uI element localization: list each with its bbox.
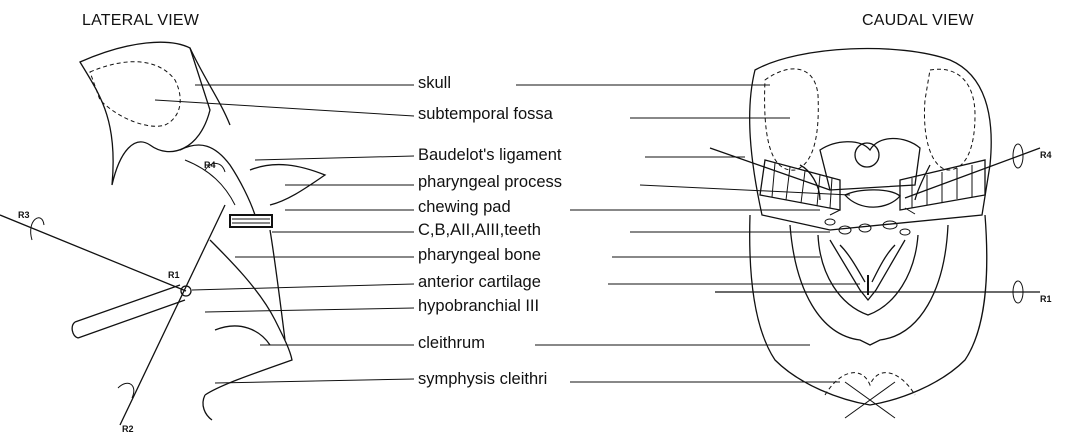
lateral-fossa-outline — [90, 62, 180, 127]
label-r2: R2 — [122, 424, 134, 434]
lateral-hypobranchial — [72, 285, 185, 338]
r3-axis — [0, 215, 186, 291]
caudal-symphysis — [825, 373, 915, 395]
caudal-view-drawing — [710, 49, 1040, 418]
label-chewing-pad: chewing pad — [418, 198, 511, 217]
lateral-view-drawing — [0, 42, 325, 425]
label-teeth: C,B,AII,AIII,teeth — [418, 221, 541, 240]
caudal-fossa-left — [765, 69, 819, 170]
caudal-fossa-right — [924, 69, 975, 170]
label-skull: skull — [418, 74, 451, 93]
label-baudelots-ligament: Baudelot's ligament — [418, 146, 562, 165]
label-r1-caudal: R1 — [1040, 294, 1052, 304]
caudal-cleithrum — [750, 215, 987, 405]
label-cleithrum: cleithrum — [418, 334, 485, 353]
label-symphysis-cleithri: symphysis cleithri — [418, 370, 547, 389]
label-subtemporal-fossa: subtemporal fossa — [418, 105, 553, 124]
label-r4-caudal: R4 — [1040, 150, 1052, 160]
label-r1: R1 — [168, 270, 180, 280]
lateral-ligament — [180, 145, 255, 215]
caudal-teeth — [825, 219, 910, 235]
caudal-skull-outline — [750, 49, 992, 230]
caudal-chewing-pad — [845, 190, 900, 207]
lateral-teeth-block — [230, 215, 272, 227]
label-anterior-cartilage: anterior cartilage — [418, 273, 541, 292]
lateral-skull-outline — [80, 42, 210, 185]
label-pharyngeal-process: pharyngeal process — [418, 173, 562, 192]
lateral-cleithrum — [205, 240, 292, 395]
label-pharyngeal-bone: pharyngeal bone — [418, 246, 541, 265]
label-r4-lateral: R4 — [204, 160, 216, 170]
label-hypobranchial: hypobranchial III — [418, 297, 539, 316]
label-r3: R3 — [18, 210, 30, 220]
